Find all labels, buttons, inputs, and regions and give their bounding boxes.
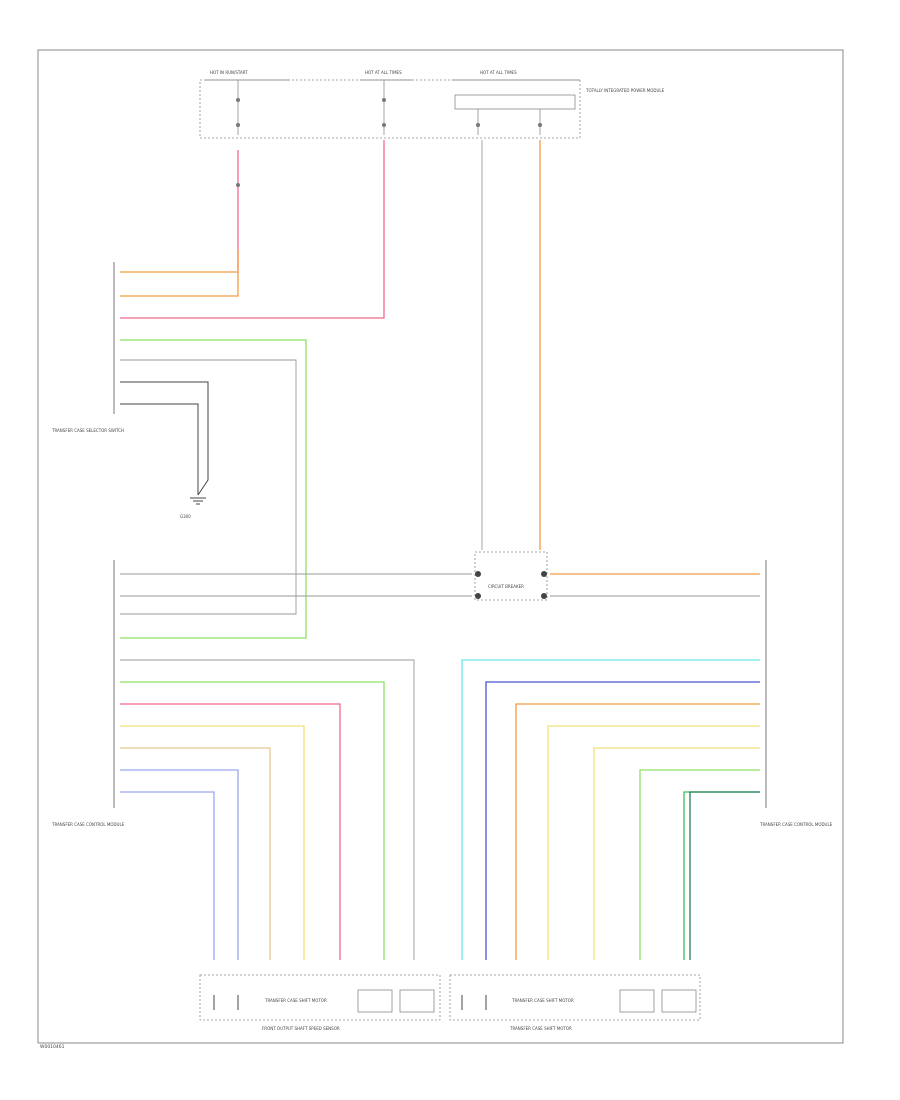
figure-code: W0010461 bbox=[40, 1044, 65, 1050]
control-module-label: TRANSFER CASE CONTROL MODULE bbox=[51, 822, 125, 827]
power-section: HOT IN RUN/START HOT AT ALL TIMES HOT AT… bbox=[199, 70, 665, 139]
bottom-right-components: TRANSFER CASE SHIFT MOTOR TRANSFER CASE … bbox=[449, 974, 701, 1031]
ground-label: G300 bbox=[180, 514, 191, 519]
power-module-label: TOTALLY INTEGRATED POWER MODULE bbox=[585, 88, 665, 93]
left-motor-label: TRANSFER CASE SHIFT MOTOR bbox=[264, 998, 327, 1003]
ground-icon bbox=[190, 497, 206, 505]
right-module-label: TRANSFER CASE CONTROL MODULE bbox=[759, 822, 833, 827]
power-module-box bbox=[199, 79, 581, 139]
module-wires bbox=[120, 573, 760, 597]
transfer-case-switch: TRANSFER CASE SELECTOR SWITCH bbox=[51, 262, 124, 433]
fuse-2-icon bbox=[382, 80, 386, 135]
bottom-left-caption: FRONT OUTPUT SHAFT SPEED SENSOR bbox=[262, 1026, 340, 1031]
fuse-1-label: HOT IN RUN/START bbox=[210, 70, 248, 75]
right-sensor-box-2 bbox=[661, 989, 697, 1013]
right-motor-label: TRANSFER CASE SHIFT MOTOR bbox=[511, 998, 574, 1003]
transfer-case-switch-label: TRANSFER CASE SELECTOR SWITCH bbox=[51, 428, 124, 433]
control-module-right: TRANSFER CASE CONTROL MODULE bbox=[759, 560, 833, 827]
fuse-3-label: HOT AT ALL TIMES bbox=[480, 70, 517, 75]
bottom-left-components: TRANSFER CASE SHIFT MOTOR FRONT OUTPUT S… bbox=[199, 974, 441, 1031]
rear-speed-sensor-box bbox=[399, 989, 435, 1013]
circuit-breaker-label: CIRCUIT BREAKER bbox=[488, 584, 524, 589]
control-module-left: TRANSFER CASE CONTROL MODULE bbox=[51, 560, 125, 827]
right-sensor-box-1 bbox=[619, 989, 655, 1013]
diagram-border bbox=[37, 49, 844, 1044]
left-wire-bundle bbox=[120, 659, 415, 960]
front-speed-sensor-box bbox=[357, 989, 393, 1013]
bottom-right-caption: TRANSFER CASE SHIFT MOTOR bbox=[509, 1026, 572, 1031]
fuse-3-icon bbox=[454, 94, 576, 135]
right-wire-bundle bbox=[461, 659, 760, 960]
fuse-1-icon bbox=[236, 80, 240, 135]
fuse-2-label: HOT AT ALL TIMES bbox=[365, 70, 402, 75]
top-wires bbox=[120, 140, 541, 639]
circuit-breaker: CIRCUIT BREAKER bbox=[474, 551, 548, 601]
